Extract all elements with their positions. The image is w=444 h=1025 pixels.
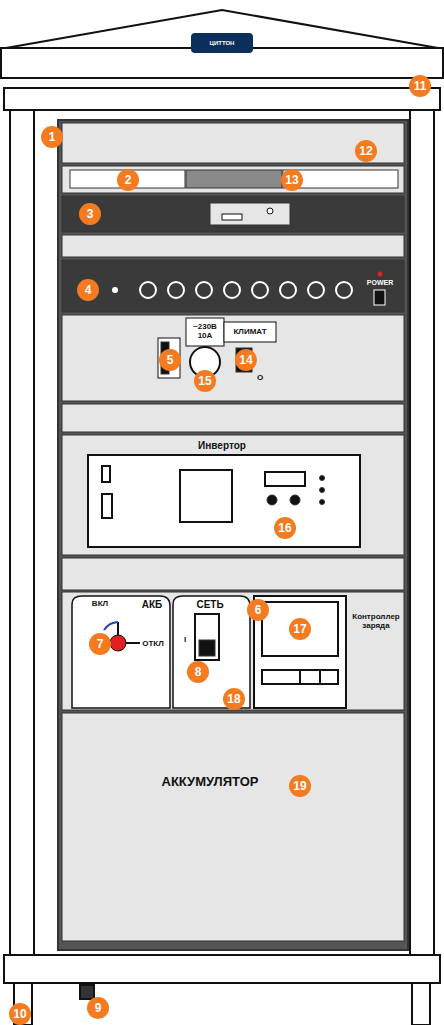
terminal-ring [140, 282, 156, 298]
switch-mark: I [184, 636, 186, 645]
terminal-ring [308, 282, 324, 298]
callout-number: 11 [409, 75, 431, 97]
terminal-ring [224, 282, 240, 298]
terminal-ring [168, 282, 184, 298]
panel-label: СЕТЬ [196, 599, 223, 610]
callout-number: 17 [289, 618, 311, 640]
callout-number: 8 [187, 661, 209, 683]
switch-mark: О [257, 374, 263, 383]
switch-mark: ВКЛ [92, 600, 108, 609]
panel-label: КЛИМАТ [233, 328, 266, 337]
brand-logo: ЦИТТОН [210, 40, 235, 47]
panel-label: АККУМУЛЯТОР [162, 775, 259, 789]
callout-number: 2 [117, 169, 139, 191]
battery-switch-knob [110, 635, 126, 651]
terminal-ring [196, 282, 212, 298]
terminal-ring [252, 282, 268, 298]
callout-number: 13 [281, 169, 303, 191]
callout-number: 1 [41, 126, 63, 148]
callout-number: 15 [194, 370, 216, 392]
callout-number: 6 [247, 599, 269, 621]
terminal-ring [336, 282, 352, 298]
callout-number: 3 [79, 203, 101, 225]
callout-number: 7 [89, 633, 111, 655]
panel-label: Инвертор [198, 440, 246, 451]
panel-label: АКБ [142, 599, 163, 610]
callout-number: 16 [274, 517, 296, 539]
callout-number: 12 [355, 140, 377, 162]
callout-number: 19 [289, 775, 311, 797]
callout-number: 4 [77, 279, 99, 301]
panel-label: POWER [367, 279, 393, 287]
callout-number: 5 [159, 349, 181, 371]
switch-mark: ОТКЛ [142, 640, 164, 649]
callout-number: 10 [9, 1003, 31, 1025]
callout-number: 18 [223, 688, 245, 710]
callout-number: 9 [87, 997, 109, 1019]
panel-label: Контроллер заряда [347, 613, 405, 631]
terminal-ring [280, 282, 296, 298]
callout-number: 14 [235, 349, 257, 371]
socket-rating: ~230В 10А [187, 323, 223, 341]
